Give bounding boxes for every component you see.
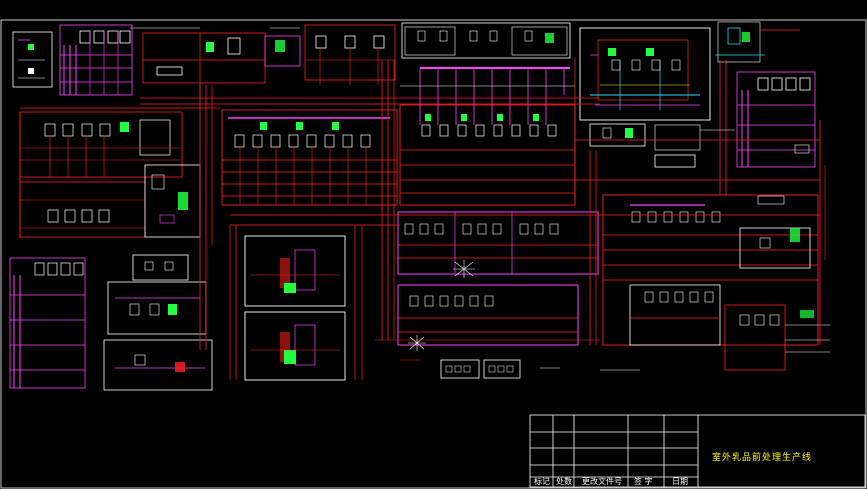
drawing-frame [0,19,867,489]
middle-white-boxes [244,235,346,381]
title-block-label-count: 处数 [556,477,572,486]
top-left-panel [12,31,53,88]
center-lower-magenta-section [397,211,599,346]
left-lower-section [19,164,201,238]
tank-cluster-top-left [59,24,133,96]
central-process-section [221,109,398,206]
center-right-magenta-section [399,67,576,206]
top-right-cyan-schematic [579,27,711,121]
right-process-section [602,194,819,346]
top-center-tanks [304,24,396,85]
white-connecting-lines [130,27,735,371]
right-mid-small-boxes [589,123,701,168]
lower-left-boxes [103,254,213,391]
red-pipe-network [19,58,826,380]
title-block-grid [529,414,866,488]
top-center-left-section [142,32,301,100]
legend-boxes [440,359,521,379]
title-block-label-change-doc: 更改文件号 [582,477,622,486]
bottom-right-equipment [724,304,830,371]
left-middle-section [19,111,183,178]
title-block-label-signature: 签 字 [634,477,653,486]
title-block-label-mark: 标记 [534,477,550,486]
right-tank-cluster [736,71,816,168]
title-block-label-date: 日期 [672,477,688,486]
drawing-title: 室外乳品前处理生产线 [712,453,813,463]
top-far-right-equipment [715,21,800,63]
top-tank-group-boxed [401,22,571,59]
far-left-magenta-column [9,257,86,389]
starburst-symbols [408,260,475,351]
